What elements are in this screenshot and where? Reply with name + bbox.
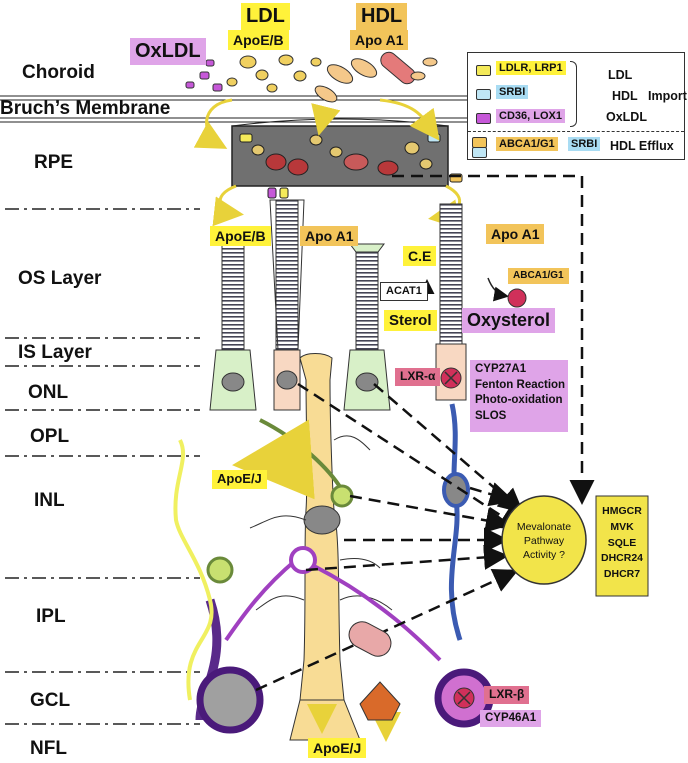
oxldl-tag: OxLDL [130, 38, 206, 65]
enzyme-hmgcr: HMGCR [602, 505, 642, 517]
mevalonate-text: Mevalonate Pathway Activity ? [508, 520, 580, 563]
legend-import: Import [648, 89, 687, 103]
cyp46a1-tag: CYP46A1 [480, 710, 542, 728]
lxr-beta-tag: LXR-β [484, 686, 530, 704]
enzyme-sqle: SQLE [607, 536, 637, 549]
apoe-j-bottom-tag: ApoE/J [308, 738, 367, 759]
hdl-tag: HDL [356, 3, 408, 30]
choroid-lipoproteins [185, 51, 438, 103]
abca1-inhibit-icon [507, 288, 527, 308]
srbi-swatch [476, 89, 491, 100]
muller-glia [249, 353, 393, 741]
lxr-alpha-tag: LXR-α [395, 368, 441, 386]
layer-opl: OPL [30, 426, 70, 447]
dashed-arrows [255, 174, 595, 692]
legend-efflux: HDL Efflux [610, 139, 674, 153]
bottom-vessel [348, 621, 401, 721]
layer-nfl: NFL [30, 738, 67, 759]
layer-onl: ONL [28, 382, 69, 403]
layer-ipl: IPL [36, 606, 66, 627]
legend: LDLR, LRP1 SRBI CD36, LOX1 LDL HDL Impor… [467, 52, 687, 160]
legend-ldlr: LDLR, LRP1 [496, 61, 566, 75]
apoe-b-os-tag: ApoE/B [210, 226, 271, 247]
apo-a1-right-tag: Apo A1 [486, 224, 545, 245]
enzymes-list: HMGCR MVK SQLE DHCR24 DHCR7 [598, 504, 646, 583]
legend-ldl: LDL [608, 68, 633, 82]
oxysterol-tag: Oxysterol [462, 308, 556, 333]
rpe-cell [231, 118, 463, 199]
enzyme-dhcr24: DHCR24 [600, 552, 643, 565]
layer-inl: INL [34, 490, 65, 511]
legend-srbi: SRBI [496, 85, 529, 99]
sterol-tag: Sterol [384, 310, 437, 332]
mevalonate-ellipse [501, 495, 587, 585]
apoe-j-inl-tag: ApoE/J [212, 470, 267, 489]
enzyme-mvk: MVK [610, 520, 634, 533]
legend-brace [570, 61, 577, 127]
abca1-g1-tag: ABCA1/G1 [508, 268, 569, 284]
mevalonate-line-2: Pathway [523, 535, 565, 548]
mevalonate-line-3: Activity ? [522, 549, 565, 562]
ldl-tag: LDL [241, 3, 290, 30]
mevalonate-line-1: Mevalonate [516, 521, 572, 533]
rpe-arrows [193, 98, 461, 230]
ganglion-cells [173, 439, 494, 734]
enzyme-dhcr7: DHCR7 [603, 568, 641, 580]
ce-tag: C.E [403, 246, 437, 267]
cd36-swatch [476, 113, 491, 124]
legend-hdl: HDL [612, 89, 638, 103]
legend-abca1: ABCA1/G1 [496, 137, 558, 151]
acat1-tag: ACAT1 [380, 282, 428, 301]
cyp27a1-text: CYP27A1 [475, 363, 527, 375]
apo-a1-top-tag: Apo A1 [350, 30, 409, 51]
cyp-list: CYP27A1 Fenton Reaction Photo-oxidation … [470, 360, 568, 432]
apoe-b-top-tag: ApoE/B [228, 30, 289, 51]
fenton-text: Fenton Reaction [475, 378, 566, 391]
legend-srbi-efflux: SRBI [568, 137, 601, 151]
enzymes-box [595, 495, 649, 597]
legend-divider [468, 131, 684, 132]
layer-os: OS Layer [18, 268, 102, 289]
srbi2-swatch [472, 147, 487, 158]
layer-gcl: GCL [30, 690, 71, 711]
layer-is: IS Layer [18, 342, 92, 363]
legend-cd36: CD36, LOX1 [496, 109, 565, 123]
layer-choroid: Choroid [22, 62, 95, 83]
apo-a1-os-tag: Apo A1 [300, 226, 359, 247]
layer-bruch: Bruch’s Membrane [0, 98, 171, 119]
layer-rpe: RPE [34, 152, 74, 173]
slos-text: SLOS [475, 409, 507, 422]
photo-oxidation-text: Photo-oxidation [475, 394, 563, 407]
ldlr-swatch [476, 65, 491, 76]
legend-oxldl: OxLDL [606, 110, 647, 124]
layer-dividers [0, 95, 475, 725]
